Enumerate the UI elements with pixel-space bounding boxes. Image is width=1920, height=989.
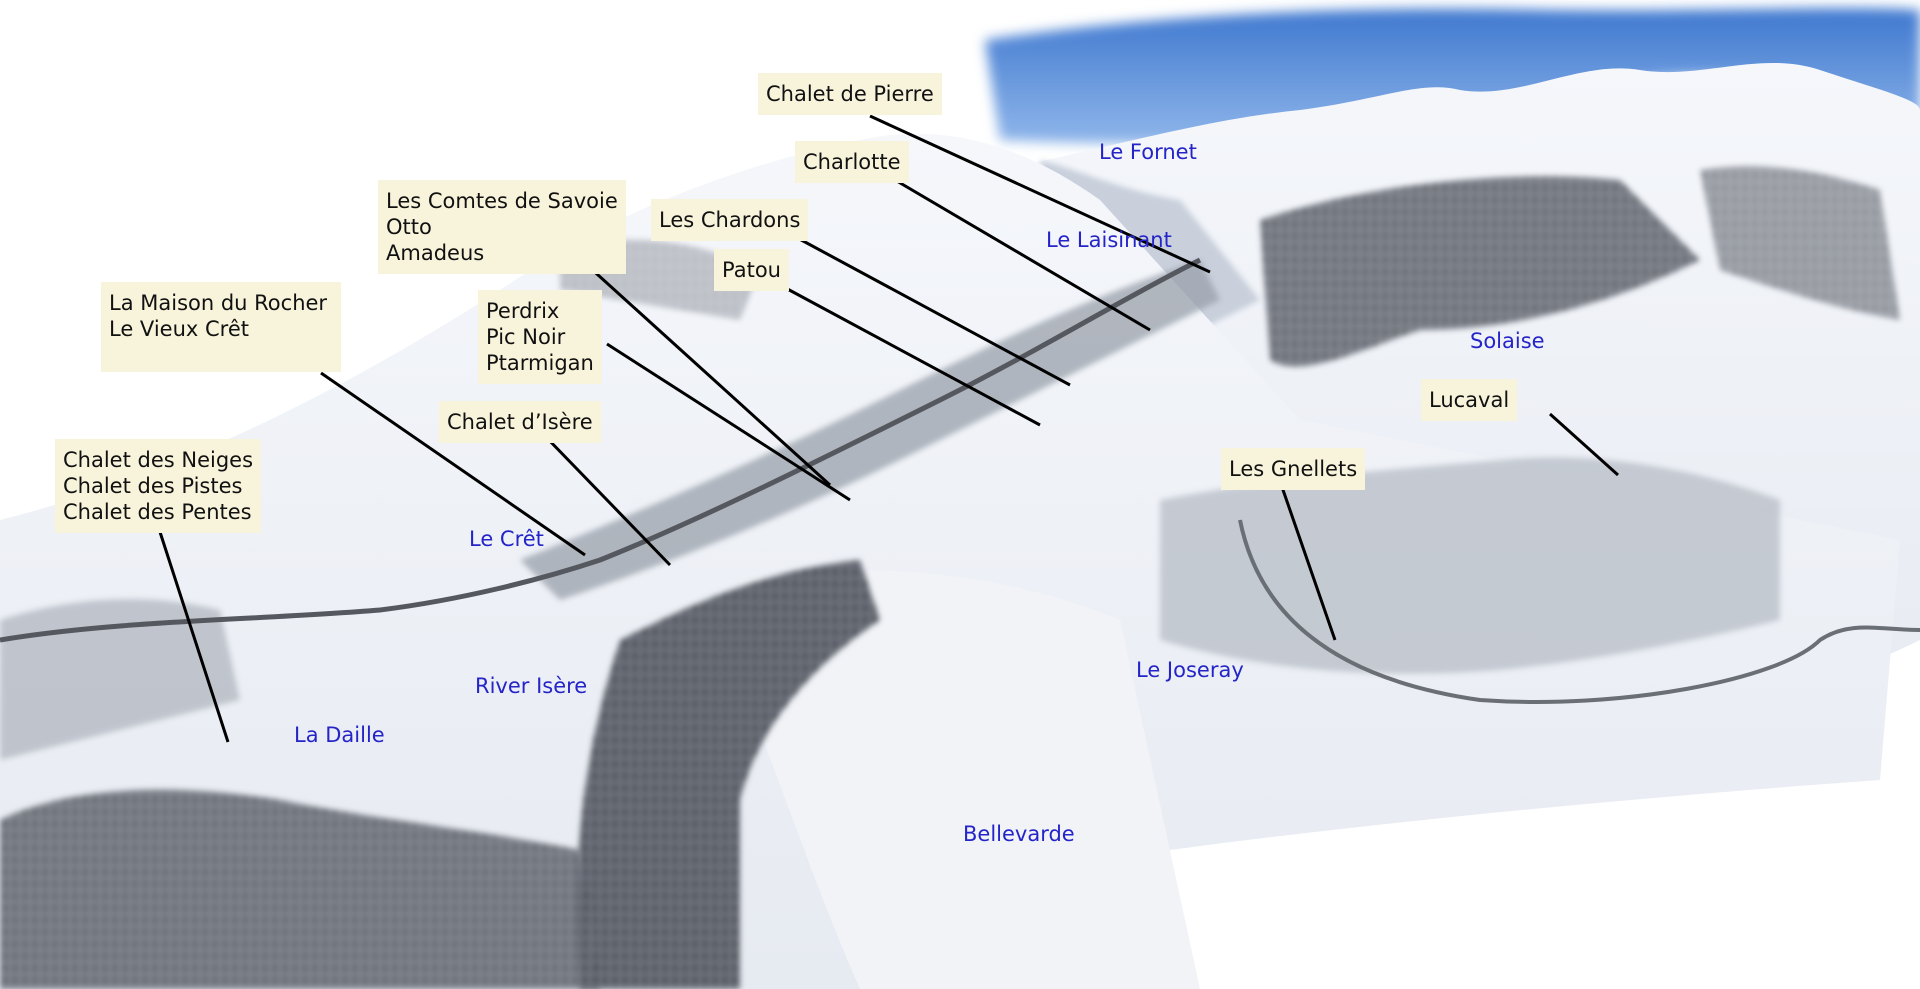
- solaise-forest: [1260, 176, 1700, 367]
- callout-line: Chalet de Pierre: [766, 82, 934, 106]
- callout-line: Les Comtes de Savoie: [386, 189, 618, 213]
- place-river-isere: River Isère: [475, 674, 588, 698]
- callout-line: Chalet des Pentes: [63, 500, 252, 524]
- place-solaise: Solaise: [1470, 329, 1545, 353]
- callout-line: Otto: [386, 215, 432, 239]
- callout-lucaval: Lucaval: [1421, 379, 1518, 421]
- callout-les-gnellets: Les Gnellets: [1221, 448, 1366, 490]
- callout-line: Les Gnellets: [1229, 457, 1358, 481]
- snow-ground: [0, 133, 1900, 989]
- callout-chalet-de-pierre: Chalet de Pierre: [758, 73, 942, 115]
- callout-line: Pic Noir: [486, 325, 566, 349]
- place-bellevarde: Bellevarde: [963, 822, 1075, 846]
- joseray-road: [1238, 519, 1920, 704]
- callout-line: Chalet des Neiges: [63, 448, 254, 472]
- leader-perdrix: [606, 342, 851, 502]
- callout-line: Le Vieux Crêt: [109, 317, 249, 341]
- la-daille-forest: [0, 789, 600, 989]
- callout-charlotte: Charlotte: [795, 141, 909, 183]
- village-daille: [0, 599, 240, 760]
- callout-comtes-de-savoie: Les Comtes de Savoie Otto Amadeus: [378, 180, 626, 274]
- callout-chalet-des-neiges: Chalet des Neiges Chalet des Pistes Chal…: [55, 439, 262, 533]
- place-la-daille: La Daille: [294, 723, 385, 747]
- leader-maison-rocher: [320, 371, 586, 557]
- callout-line: Perdrix: [486, 299, 560, 323]
- callout-chalet-d-isere: Chalet d’Isère: [439, 401, 601, 443]
- callout-line: Ptarmigan: [486, 351, 594, 375]
- place-le-fornet: Le Fornet: [1099, 140, 1197, 164]
- callout-patou: Patou: [714, 249, 789, 291]
- central-forest: [576, 560, 880, 989]
- leader-chalet-isere: [543, 434, 672, 567]
- leader-chalet-de-pierre: [869, 114, 1211, 274]
- callout-perdrix: Perdrix Pic Noir Ptarmigan: [478, 290, 602, 384]
- leader-comtes: [585, 263, 832, 487]
- callout-line: Charlotte: [803, 150, 901, 174]
- callout-line: Chalet des Pistes: [63, 474, 243, 498]
- callout-maison-du-rocher: La Maison du Rocher Le Vieux Crêt: [101, 282, 341, 372]
- river-isere: [0, 257, 1202, 643]
- callout-les-chardons: Les Chardons: [651, 199, 809, 241]
- place-le-joseray: Le Joseray: [1136, 658, 1244, 682]
- leader-charlotte: [889, 175, 1151, 332]
- callout-line: La Maison du Rocher: [109, 291, 328, 315]
- callout-line: Chalet d’Isère: [447, 410, 593, 434]
- callout-line: Patou: [722, 258, 781, 282]
- leader-chalet-neiges: [158, 531, 230, 743]
- solaise-forest-right: [1700, 166, 1900, 320]
- place-le-laisinant: Le Laisinant: [1046, 228, 1172, 252]
- leader-patou: [779, 283, 1041, 427]
- leader-les-gnellets: [1280, 486, 1337, 641]
- leader-lines: [158, 114, 1620, 743]
- place-le-cret: Le Crêt: [469, 527, 544, 551]
- leader-les-chardons: [791, 233, 1071, 387]
- village-joseray: [1160, 457, 1780, 674]
- callout-line: Amadeus: [386, 241, 485, 265]
- bellevarde-slope: [740, 570, 1200, 989]
- callout-line: Les Chardons: [659, 208, 801, 232]
- sky-area: [985, 8, 1920, 144]
- leader-lucaval: [1548, 412, 1620, 477]
- callout-line: Lucaval: [1429, 388, 1510, 412]
